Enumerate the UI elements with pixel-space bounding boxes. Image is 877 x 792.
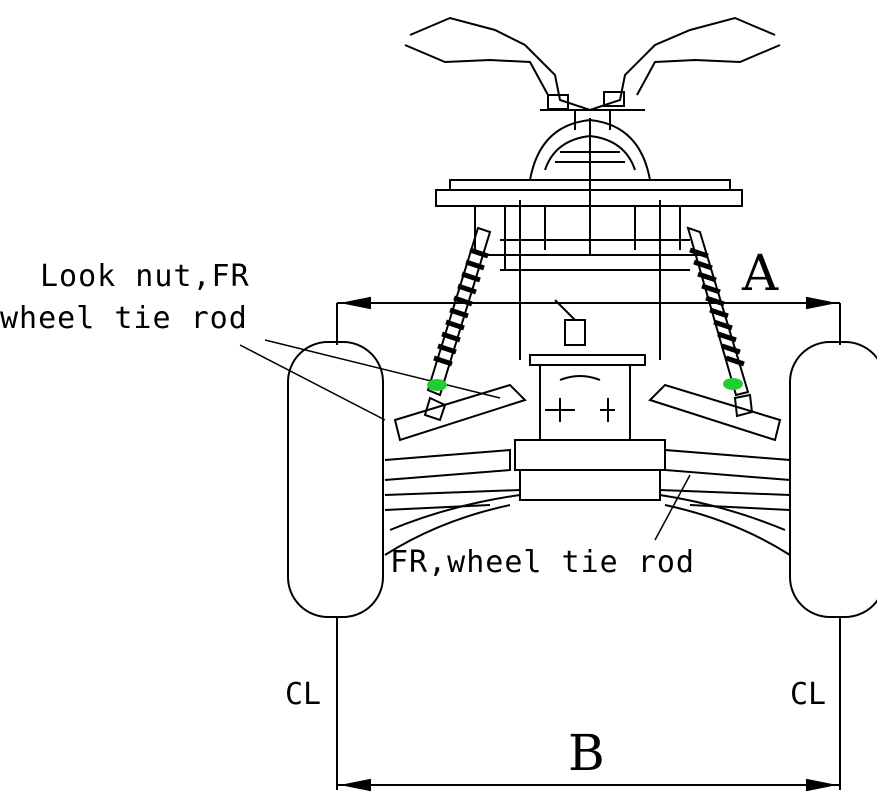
front-rack (435, 179, 743, 360)
right-spring-seat (723, 378, 743, 390)
left-front-tire (287, 341, 384, 618)
lower-a-arms (384, 448, 791, 556)
lock-nut-label-line2: wheel tie rod (0, 301, 248, 336)
dimension-a-line (336, 296, 841, 345)
right-front-tire (789, 341, 877, 618)
lock-nut-leaders (239, 339, 501, 421)
upper-a-arms (393, 383, 782, 442)
chassis-center (514, 299, 666, 501)
tie-rod-leader (654, 474, 691, 541)
dimension-a-label: A (742, 244, 779, 302)
left-shock (423, 226, 492, 422)
dimension-b-line (336, 617, 841, 792)
dimension-b-label: B (568, 724, 605, 782)
centerline-right-label: CL (790, 677, 827, 712)
handlebar (404, 16, 781, 130)
tie-rod-label: FR,wheel tie rod (390, 545, 695, 580)
lock-nut-label-line1: Look nut,FR (40, 259, 250, 294)
centerline-left-label: CL (285, 677, 322, 712)
headlight-cowl (528, 118, 652, 255)
left-spring-seat (427, 379, 447, 391)
